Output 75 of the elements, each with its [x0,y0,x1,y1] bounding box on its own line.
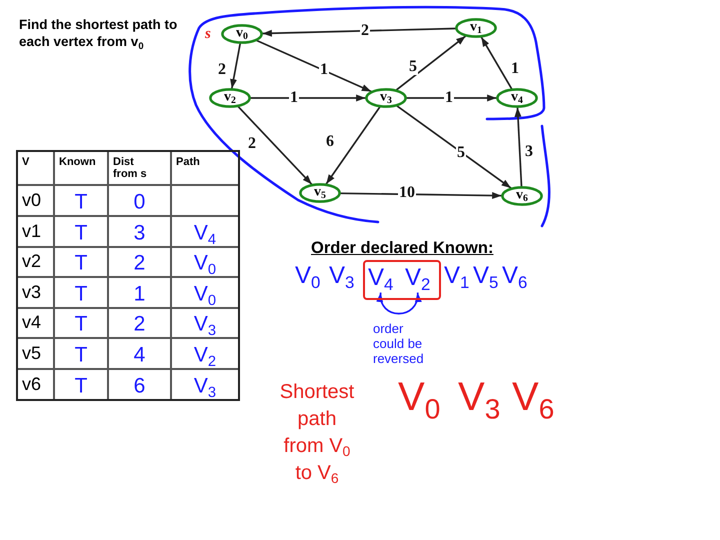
vertex-name: v3 [22,282,42,302]
known-mark: T [74,190,88,214]
vertex-ellipse [455,18,497,38]
vertex-label: v$_{4}$ [511,90,523,104]
vertex-name: v1 [22,222,42,242]
vertex-name: v6 [22,374,42,394]
known-mark: T [74,282,88,306]
vertex-ellipse [209,88,251,108]
vertex-label: v$_{1}$ [470,20,482,34]
known-mark: T [74,342,88,366]
source-label: s [205,27,211,42]
handwritten-vertex: V$_{0}$ [398,374,440,420]
handwritten-vertex: V$_{0}$ [295,262,320,290]
handwritten-vertex: V$_{2}$ [405,264,430,292]
arrow [514,107,522,187]
vertex-label: v$_{0}$ [236,26,248,40]
vertex-label: v$_{6}$ [516,188,528,202]
arrow [396,105,512,189]
handwritten-vertex: V$_{5}$ [473,262,498,290]
vertex-name: v4 [22,313,42,333]
distance-value: 6 [134,374,146,398]
vertex-ellipse [365,88,407,108]
vertex-name: v2 [22,252,42,272]
distance-value: 2 [134,312,146,336]
path-vertex: V$_{3}$ [194,312,216,336]
distance-value: 0 [134,190,146,214]
known-mark: T [74,251,88,275]
arrow [250,94,366,102]
handwritten-note: Shortest path from V$_{0}$ to V$_{6}$ [278,380,356,487]
path-vertex: V$_{3}$ [194,374,216,398]
edge-label: 5 [408,59,418,75]
vertex-ellipse [299,183,341,203]
vertex-label: v$_{5}$ [314,185,326,200]
path-vertex: V$_{4}$ [194,220,216,244]
vertex-ellipse [221,24,263,44]
arrow [256,40,372,92]
column-header: Dist from s [113,156,148,180]
arrow [340,192,502,200]
distance-value: 4 [134,342,146,366]
handwritten-vertex: V$_{6}$ [512,374,554,420]
path-vertex: V$_{2}$ [194,342,216,366]
distance-value: 2 [134,251,146,275]
handwritten-vertex: V$_{3}$ [329,262,354,290]
path-vertex: V$_{0}$ [194,251,216,275]
handwritten-vertex: V$_{3}$ [458,374,500,420]
vertex-label: v$_{2}$ [224,90,236,104]
handwritten-note: order could be reversed [373,321,425,366]
arrow [238,106,312,185]
distance-value: 3 [134,220,146,244]
known-mark: T [74,374,88,398]
arrow [406,94,497,102]
known-mark: T [74,220,88,244]
column-header: Path [176,156,200,168]
vertex-name: v5 [22,344,42,364]
section-heading: Order declared Known: [311,239,494,259]
handwritten-vertex: V$_{1}$ [444,262,470,290]
highlight-box [363,260,441,300]
arrow [480,36,512,90]
arrow [326,106,380,184]
column-header: Known [59,156,96,168]
vertex-ellipse [501,186,543,206]
distance-value: 1 [134,282,146,306]
path-vertex: V$_{0}$ [194,282,216,306]
known-mark: T [74,312,88,336]
arrow [230,43,242,89]
column-header: V [22,156,30,168]
handwritten-vertex: V$_{4}$ [368,264,394,292]
arrow [262,28,456,37]
vertex-label: v$_{3}$ [380,90,392,104]
double-arrow [377,292,421,314]
vertex-ellipse [496,88,538,108]
title: Find the shortest path to each vertex from v$_{0}$ [19,16,178,50]
vertex-name: v0 [22,190,42,210]
arrow [396,35,466,91]
handwritten-vertex: V$_{6}$ [502,262,528,290]
